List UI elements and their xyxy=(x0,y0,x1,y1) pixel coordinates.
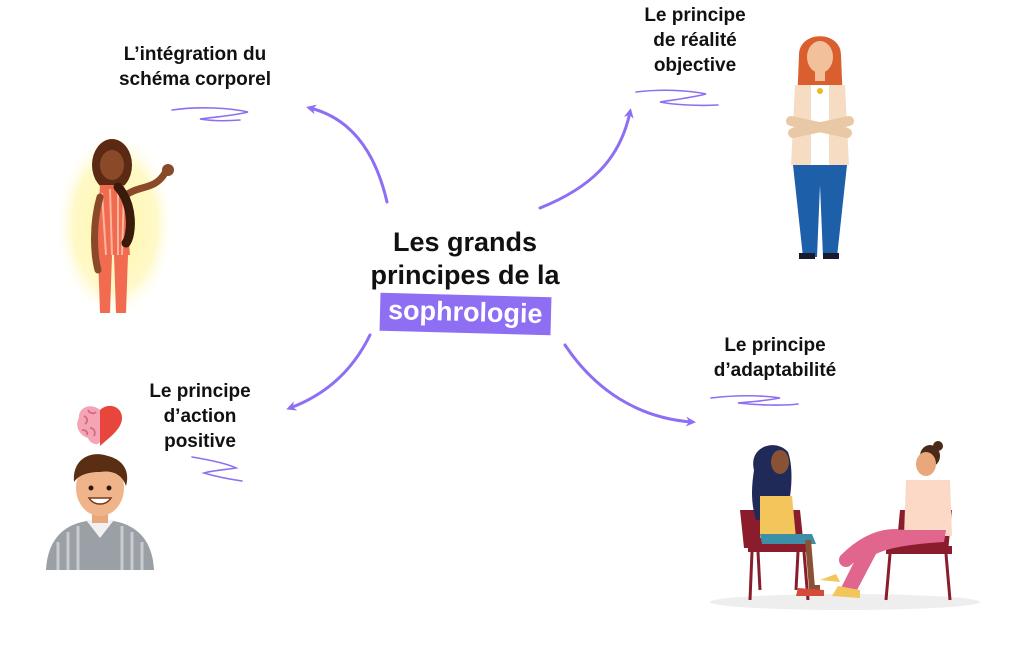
squiggle-underline xyxy=(191,456,243,482)
woman-waving-illustration xyxy=(60,130,175,320)
smiling-man-illustration xyxy=(46,454,154,570)
arrow-icon xyxy=(538,108,634,210)
label-action-positive: Le principe d’action positive xyxy=(149,381,251,452)
title-line-2: principes de la xyxy=(370,260,560,290)
woman-arms-crossed-illustration xyxy=(786,36,854,259)
squiggle-underline xyxy=(171,107,249,122)
squiggle-underline xyxy=(635,89,719,107)
arrow-icon xyxy=(286,333,372,411)
center-title: Les grands principes de la sophrologie xyxy=(340,226,590,336)
squiggle-underline xyxy=(710,394,799,406)
arrow-icon xyxy=(306,104,389,204)
label-adaptabilite: Le principe d’adaptabilité xyxy=(713,335,837,381)
label-realite-objective: Le principe de réalité objective xyxy=(644,5,746,76)
label-integration-schema-corporel: L’intégration du schéma corporel xyxy=(118,44,272,90)
arrow-icon xyxy=(563,343,696,427)
two-people-chairs-illustration xyxy=(710,441,980,610)
brain-heart-icon xyxy=(77,405,122,446)
title-line-1: Les grands xyxy=(392,227,538,257)
